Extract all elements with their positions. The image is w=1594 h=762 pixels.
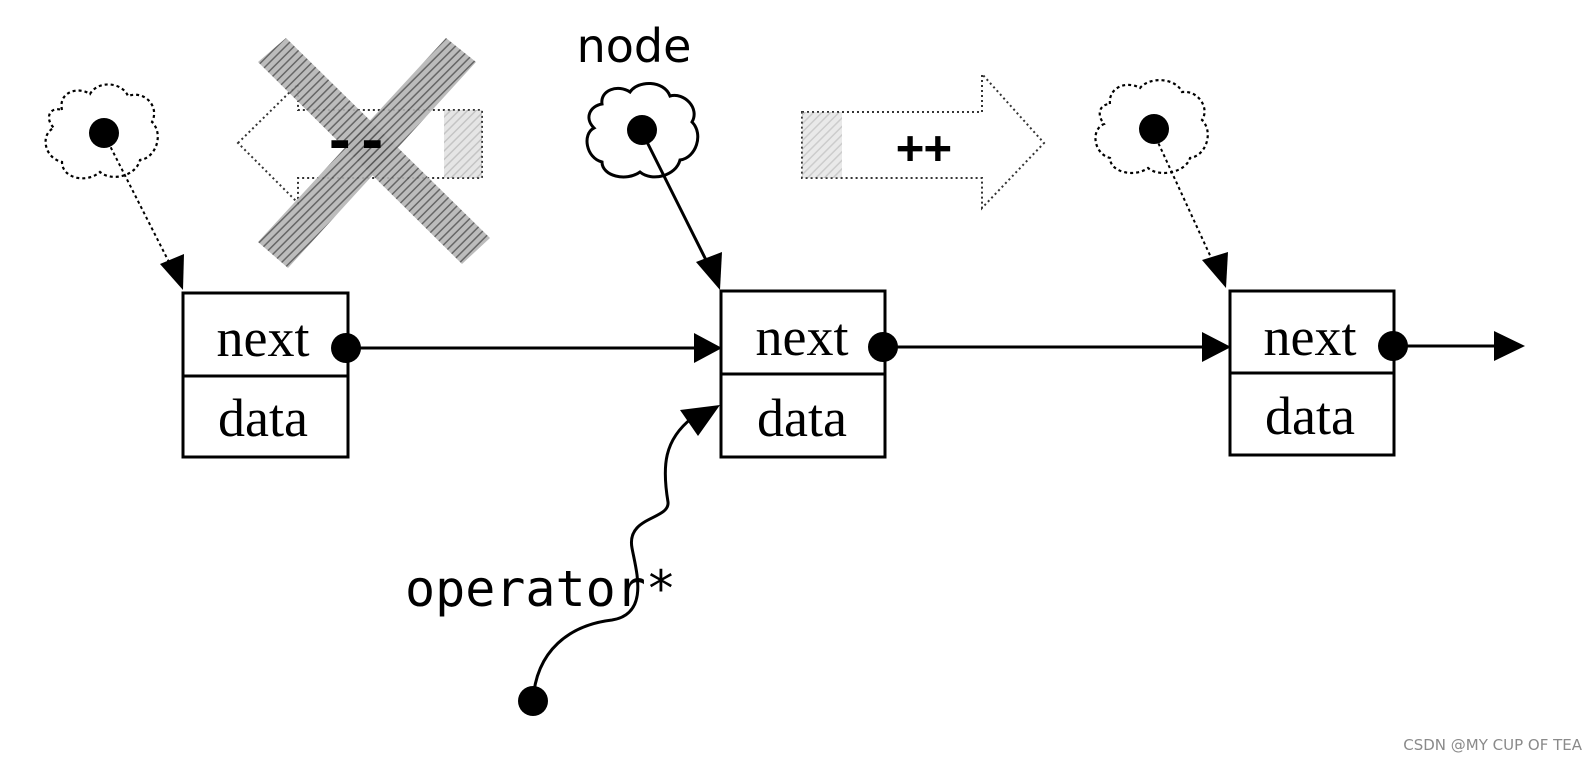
node-2-data-label: data <box>757 388 847 448</box>
prev-iterator-dotted-cloud <box>44 83 184 290</box>
decrement-arrow-crossed-out: -- <box>236 38 490 268</box>
node-iterator-cloud <box>585 82 722 290</box>
cross-out-mark <box>258 38 490 268</box>
decrement-label: -- <box>323 110 388 173</box>
list-node-3: next data <box>1228 289 1396 457</box>
next-pointer-1-to-2 <box>331 333 722 363</box>
node-3-next-label: next <box>1264 307 1357 367</box>
list-node-2: next data <box>719 289 887 459</box>
node-label: node <box>577 19 692 73</box>
operator-star-pointer <box>518 405 720 716</box>
operator-label: operator* <box>405 560 676 618</box>
increment-arrow: ++ <box>801 71 1046 211</box>
list-node-1: next data <box>181 291 350 459</box>
next-pointer-3-out <box>1378 331 1525 361</box>
node-2-next-label: next <box>756 307 849 367</box>
next-pointer-2-to-3 <box>868 332 1231 362</box>
node-1-data-label: data <box>218 388 308 448</box>
increment-label: ++ <box>896 120 951 174</box>
node-3-data-label: data <box>1265 386 1355 446</box>
watermark: CSDN @MY CUP OF TEA <box>1403 736 1582 754</box>
next-iterator-dotted-cloud <box>1094 79 1228 288</box>
node-1-next-label: next <box>217 308 310 368</box>
